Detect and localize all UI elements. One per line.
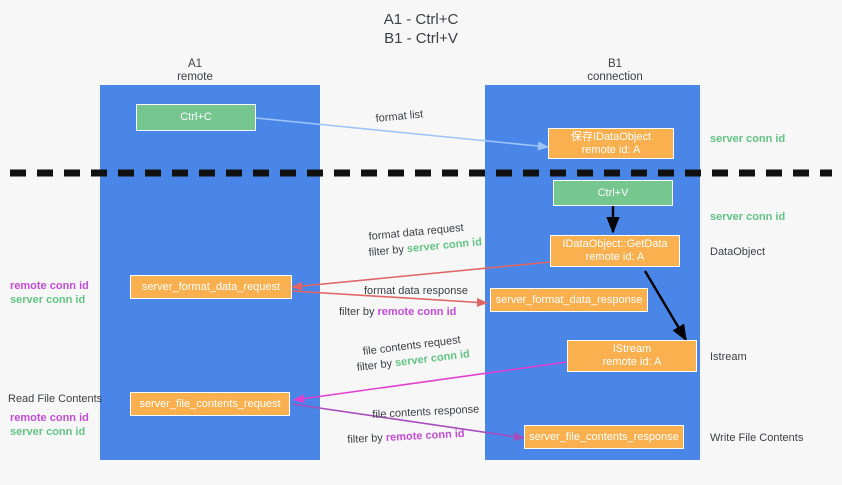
lane-a1-name: A1: [187, 58, 203, 70]
right-label-istream-text: Istream: [710, 351, 747, 363]
arrow-file-contents-response: [291, 403, 526, 441]
lane-b1-sub: connection: [587, 71, 643, 83]
right-label-server-conn-id-mid: server conn id: [710, 210, 785, 224]
lane-b1-name: B1: [607, 58, 623, 70]
box-server-format-data-request[interactable]: server_format_data_request: [130, 275, 292, 299]
box-server-file-contents-response[interactable]: server_file_contents_response: [524, 425, 684, 449]
filter-prefix-4: filter by: [347, 431, 387, 446]
left-label-conn-pair-2: remote conn id server conn id: [10, 411, 89, 439]
left-label-server-conn-id-2: server conn id: [10, 426, 86, 438]
page-title: A1 - Ctrl+C B1 - Ctrl+V: [0, 10, 842, 48]
left-label-remote-conn-id-2: remote conn id: [10, 412, 89, 424]
lane-header-b1: B1 connection: [545, 58, 685, 84]
right-label-istream: Istream: [710, 350, 747, 364]
box-istream[interactable]: IStream remote id: A: [567, 340, 697, 372]
left-label-server-conn-id-1: server conn id: [10, 294, 86, 306]
left-label-remote-conn-id-1: remote conn id: [10, 280, 89, 292]
label-format-data-response-filter: filter by remote conn id: [339, 305, 456, 319]
arrow-format-data-request: [290, 261, 551, 291]
arrow-format-list: [255, 117, 550, 151]
left-label-conn-pair-1: remote conn id server conn id: [10, 279, 89, 307]
right-label-write-file-contents-text: Write File Contents: [710, 432, 804, 444]
right-label-write-file-contents: Write File Contents: [710, 431, 803, 445]
lane-header-a1: A1 remote: [125, 58, 265, 84]
left-label-read-file-contents: Read File Contents: [8, 392, 102, 406]
box-ctrl-c[interactable]: Ctrl+C: [136, 104, 256, 131]
title-line-2: B1 - Ctrl+V: [384, 30, 458, 47]
right-label-data-object-text: DataObject: [710, 246, 766, 258]
arrow-format-data-response: [291, 290, 489, 307]
filter-value-remote-conn-id-1: remote conn id: [377, 306, 457, 318]
arrow-getdata-to-istream: [643, 270, 688, 342]
left-label-read-file-contents-text: Read File Contents: [8, 393, 103, 405]
lane-a1-sub: remote: [177, 71, 213, 83]
box-save-idataobject[interactable]: 保存IDataObject remote id: A: [548, 128, 674, 159]
box-server-format-data-response[interactable]: server_format_data_response: [490, 288, 648, 312]
filter-prefix-2: filter by: [339, 306, 378, 318]
arrow-file-contents-request: [292, 361, 568, 404]
right-label-data-object: DataObject: [710, 245, 765, 259]
title-line-1: A1 - Ctrl+C: [383, 11, 459, 28]
label-format-data-response: format data response: [364, 285, 468, 297]
right-label-server-conn-id-top-text: server conn id: [710, 133, 786, 145]
right-label-server-conn-id-top: server conn id: [710, 132, 785, 146]
right-label-server-conn-id-mid-text: server conn id: [710, 211, 786, 223]
box-ctrl-v[interactable]: Ctrl+V: [553, 180, 673, 206]
box-idataobject-getdata[interactable]: IDataObject::GetData remote id: A: [550, 235, 680, 267]
filter-prefix-1: filter by: [368, 243, 408, 259]
box-server-file-contents-request[interactable]: server_file_contents_request: [130, 392, 290, 416]
